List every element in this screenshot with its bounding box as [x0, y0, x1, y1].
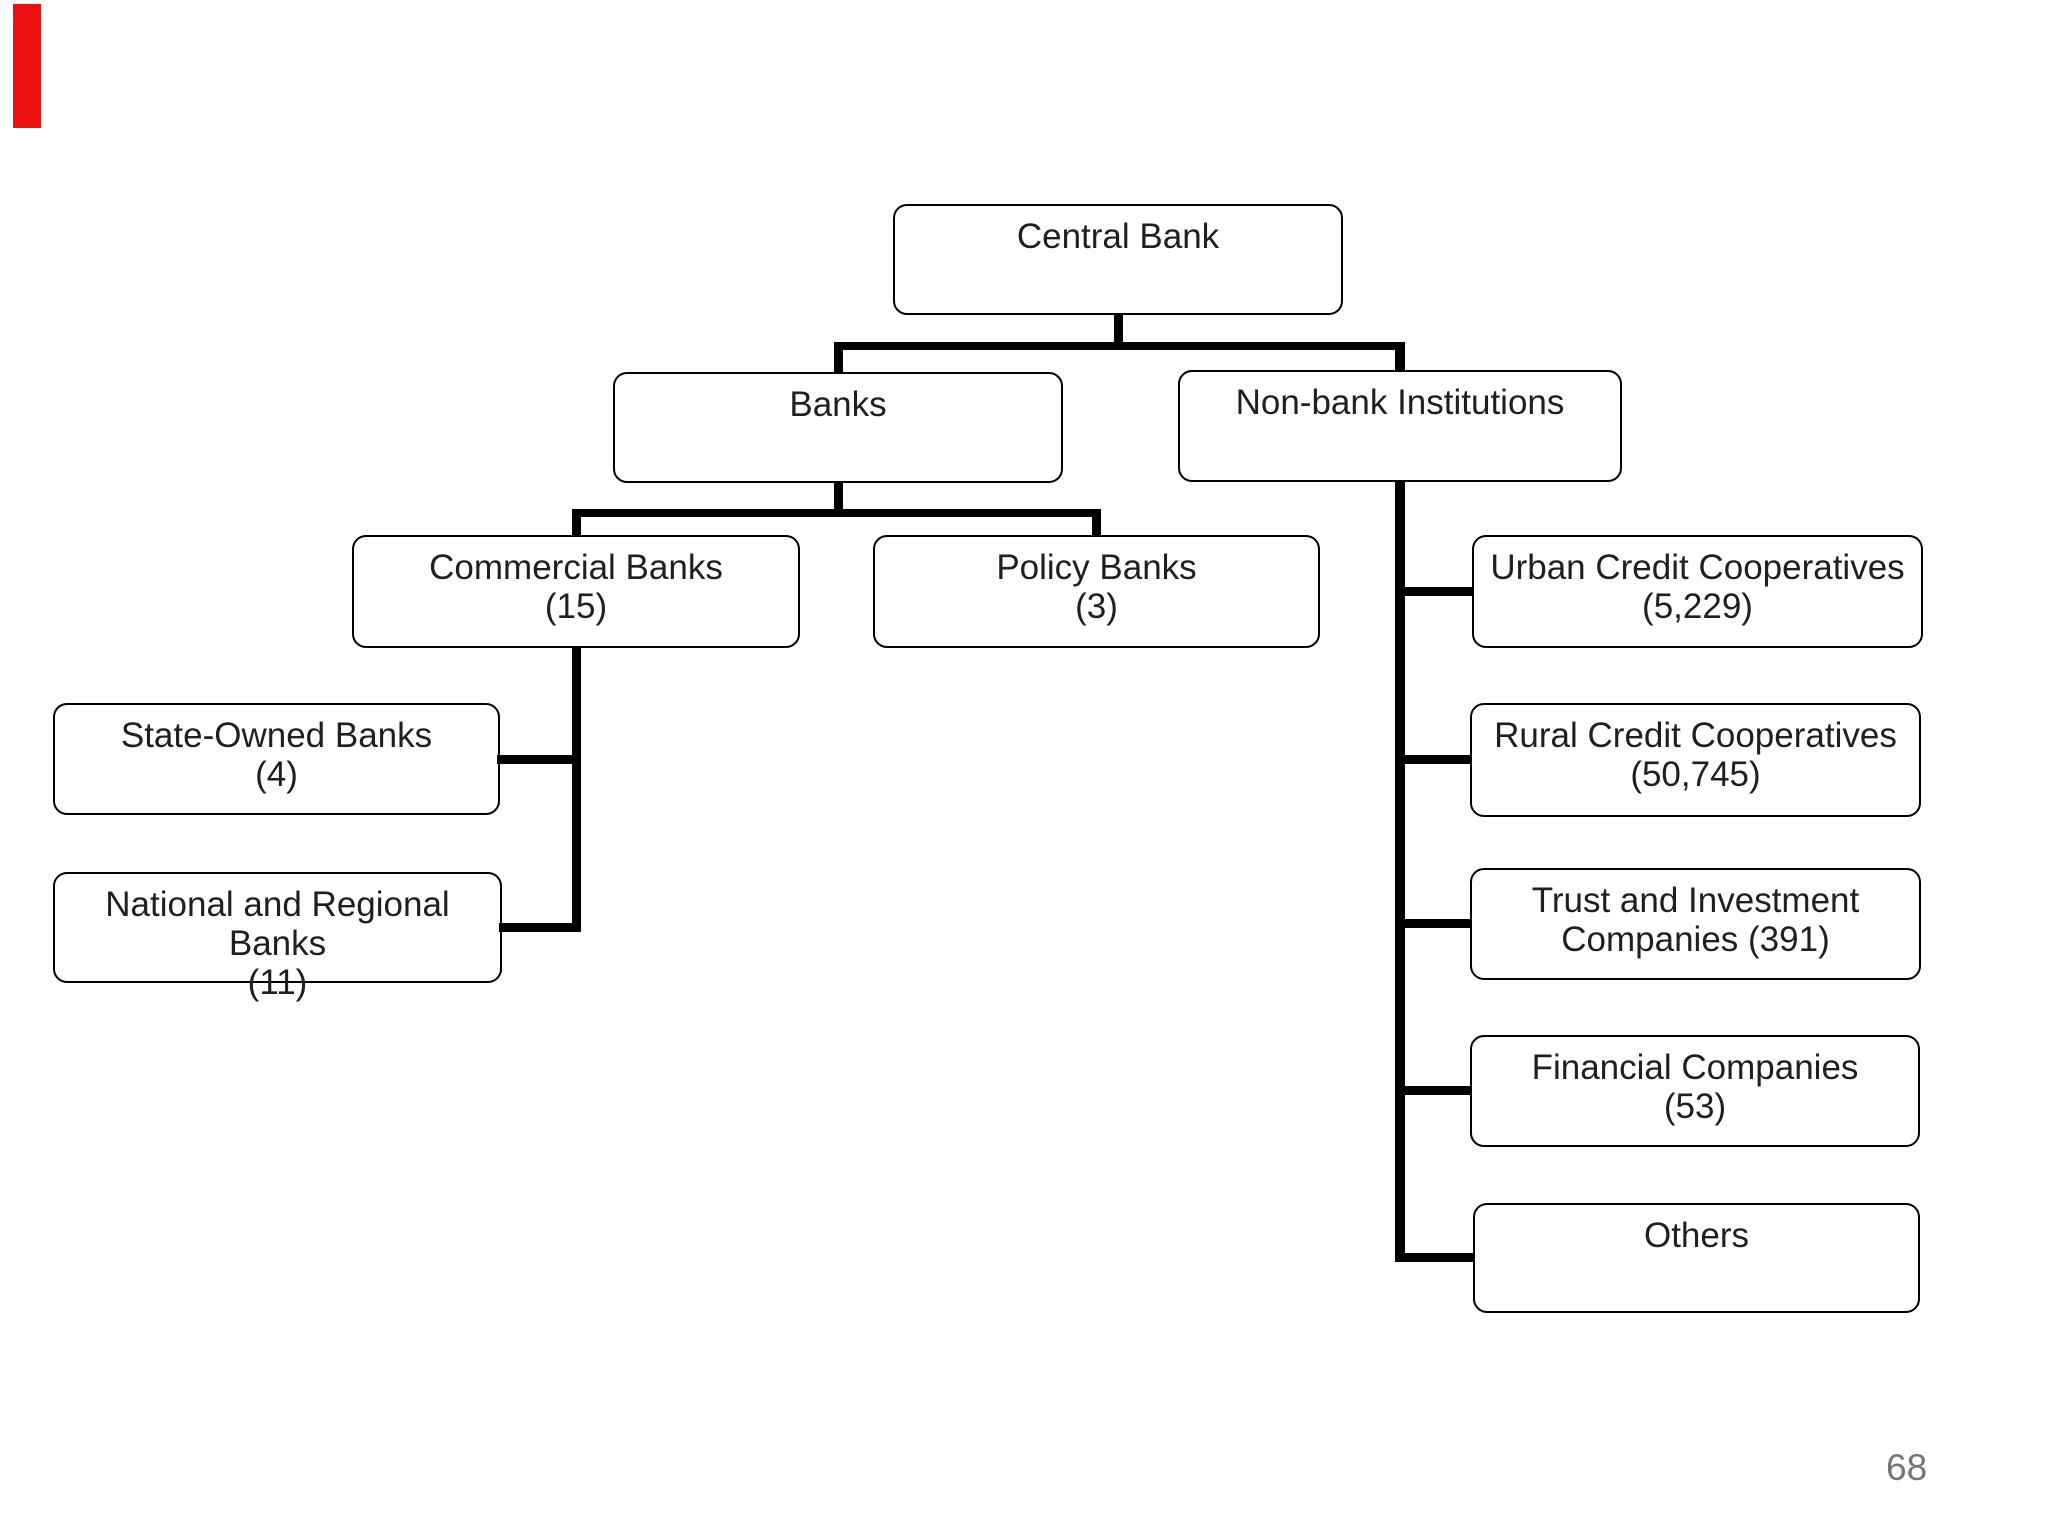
node-count: (5,229)	[1642, 587, 1753, 626]
connector-central-bank-down	[1114, 315, 1123, 346]
connector-stub-trust	[1398, 919, 1472, 928]
node-label: Commercial Banks	[429, 548, 723, 587]
node-banks: Banks	[613, 372, 1063, 483]
node-count: Companies (391)	[1561, 920, 1830, 959]
node-national-and-regional-banks: National and Regional Banks (11)	[53, 872, 502, 1002]
node-label: State-Owned Banks	[120, 716, 433, 755]
connector-stub-urban	[1398, 587, 1474, 596]
node-count: (3)	[1075, 587, 1118, 626]
node-rural-credit-cooperatives: Rural Credit Cooperatives (50,745)	[1470, 703, 1921, 817]
node-count: (4)	[255, 755, 298, 794]
node-others: Others	[1473, 1203, 1920, 1313]
node-state-owned-banks: State-Owned Banks (4)	[53, 703, 500, 815]
connector-commercial-trunk	[572, 647, 581, 932]
connector-banks-down	[834, 482, 843, 511]
connector-level2-horizontal	[572, 509, 1101, 517]
node-label: Trust and Investment	[1531, 881, 1860, 920]
connector-banks-up	[834, 349, 843, 373]
connector-nonbank-up	[1395, 349, 1405, 371]
node-count: (15)	[544, 587, 608, 626]
node-count: (53)	[1663, 1087, 1727, 1126]
connector-stub-rural	[1398, 755, 1472, 764]
node-label: Policy Banks	[996, 548, 1197, 587]
node-count: (11)	[247, 963, 308, 1002]
connector-level1-horizontal	[834, 342, 1405, 350]
node-label: National and Regional Banks	[105, 885, 450, 963]
connector-nonbank-trunk	[1395, 481, 1405, 1262]
connector-commercial-up	[572, 516, 581, 536]
node-central-bank: Central Bank	[893, 204, 1343, 315]
node-urban-credit-cooperatives: Urban Credit Cooperatives (5,229)	[1472, 535, 1923, 648]
node-label: Rural Credit Cooperatives	[1494, 716, 1897, 755]
node-count: (50,745)	[1630, 755, 1761, 794]
node-label: Urban Credit Cooperatives	[1490, 548, 1905, 587]
node-non-bank-institutions: Non-bank Institutions	[1178, 370, 1622, 482]
node-financial-companies: Financial Companies (53)	[1470, 1035, 1920, 1147]
node-policy-banks: Policy Banks (3)	[873, 535, 1320, 648]
connector-stub-financial	[1398, 1086, 1472, 1095]
node-label: Banks	[789, 385, 887, 424]
node-label: Others	[1643, 1216, 1750, 1255]
node-trust-and-investment-companies: Trust and Investment Companies (391)	[1470, 868, 1921, 980]
node-label: Financial Companies	[1531, 1048, 1859, 1087]
connector-stub-national	[499, 923, 581, 932]
node-commercial-banks: Commercial Banks (15)	[352, 535, 800, 648]
page-number: 68	[1886, 1447, 1928, 1488]
node-label: Non-bank Institutions	[1235, 383, 1565, 422]
node-label: Central Bank	[1016, 217, 1220, 256]
red-accent-bar	[13, 4, 41, 128]
connector-stub-others	[1398, 1253, 1475, 1262]
connector-policy-up	[1092, 516, 1101, 536]
connector-stub-state-owned	[497, 755, 581, 764]
